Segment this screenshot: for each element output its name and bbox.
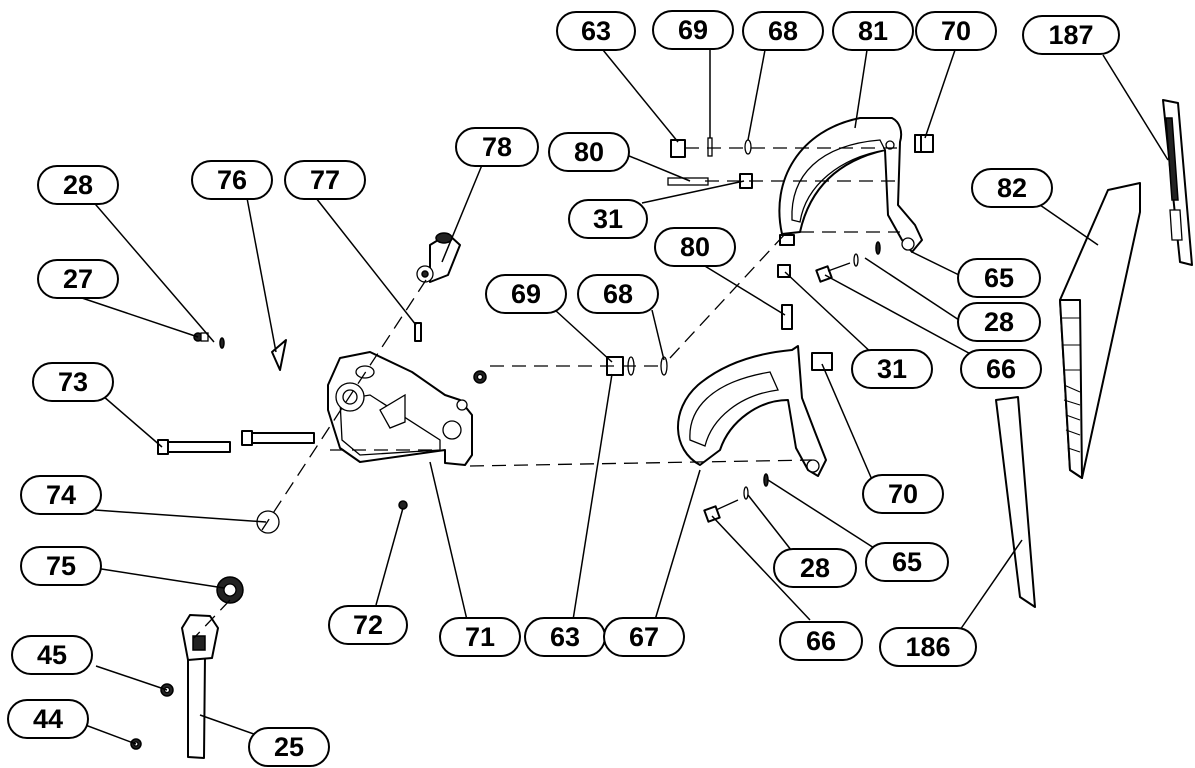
callout-68-mid: 68 xyxy=(577,274,659,314)
svg-text:186: 186 xyxy=(905,632,950,662)
callout-77: 77 xyxy=(284,160,366,200)
callout-27: 27 xyxy=(37,259,119,299)
svg-text:74: 74 xyxy=(46,480,76,510)
callout-69-mid: 69 xyxy=(485,274,567,314)
callout-31-mid: 31 xyxy=(851,349,933,389)
svg-text:65: 65 xyxy=(984,263,1014,293)
svg-text:66: 66 xyxy=(806,626,836,656)
callout-44: 44 xyxy=(7,699,89,739)
callout-82: 82 xyxy=(971,168,1053,208)
bolts xyxy=(157,322,422,455)
callout-28-right: 28 xyxy=(957,302,1041,342)
svg-text:31: 31 xyxy=(593,204,623,234)
callout-78: 78 xyxy=(455,127,539,167)
plastic-strip xyxy=(995,396,1036,608)
svg-text:65: 65 xyxy=(892,547,922,577)
svg-text:69: 69 xyxy=(678,15,708,45)
svg-text:78: 78 xyxy=(482,132,512,162)
main-casting xyxy=(327,351,473,466)
callout-75: 75 xyxy=(20,546,102,586)
callout-76: 76 xyxy=(191,160,273,200)
middle-hardware xyxy=(606,234,833,376)
callout-71: 71 xyxy=(439,617,521,657)
part-drawings xyxy=(130,99,1193,759)
leader-lines xyxy=(75,45,1169,745)
svg-text:187: 187 xyxy=(1048,20,1093,50)
callout-74: 74 xyxy=(20,475,102,515)
svg-text:66: 66 xyxy=(986,354,1016,384)
callout-67: 67 xyxy=(603,617,685,657)
callout-28-bottom: 28 xyxy=(773,548,857,588)
callout-65-top: 65 xyxy=(957,258,1041,298)
callout-80-mid: 80 xyxy=(654,227,736,267)
callout-72: 72 xyxy=(328,605,408,645)
callout-63-bottom: 63 xyxy=(524,617,606,657)
locking-handle xyxy=(181,614,219,759)
svg-text:27: 27 xyxy=(63,264,93,294)
callout-69-top: 69 xyxy=(652,10,734,50)
callout-80-top: 80 xyxy=(548,132,630,172)
callout-70-top: 70 xyxy=(915,11,997,51)
callout-73: 73 xyxy=(32,362,114,402)
svg-text:68: 68 xyxy=(603,279,633,309)
svg-text:81: 81 xyxy=(858,16,888,46)
callout-66-top: 66 xyxy=(960,349,1042,389)
lower-arm-bracket xyxy=(677,345,827,477)
callout-labels: 63 69 68 81 70 187 80 31 80 82 65 28 31 … xyxy=(7,10,1120,767)
svg-text:82: 82 xyxy=(997,173,1027,203)
svg-text:63: 63 xyxy=(581,16,611,46)
gear xyxy=(216,576,244,604)
svg-text:80: 80 xyxy=(574,137,604,167)
side-hardware xyxy=(703,241,881,523)
svg-text:75: 75 xyxy=(46,551,76,581)
callout-63-top: 63 xyxy=(556,11,636,51)
upper-arm-bracket xyxy=(778,117,923,253)
svg-text:71: 71 xyxy=(465,622,495,652)
assembly-lines xyxy=(193,147,905,639)
svg-text:31: 31 xyxy=(877,354,907,384)
svg-text:69: 69 xyxy=(511,279,541,309)
callout-31-top: 31 xyxy=(568,199,648,239)
svg-text:25: 25 xyxy=(274,732,304,762)
callout-25: 25 xyxy=(248,727,330,767)
callout-28-left: 28 xyxy=(37,165,119,205)
svg-text:80: 80 xyxy=(680,232,710,262)
callout-65-bottom: 65 xyxy=(865,542,949,582)
svg-text:68: 68 xyxy=(768,16,798,46)
svg-text:44: 44 xyxy=(33,704,63,734)
callout-187: 187 xyxy=(1022,15,1120,55)
callout-186: 186 xyxy=(879,627,977,667)
svg-text:76: 76 xyxy=(217,165,247,195)
svg-text:77: 77 xyxy=(310,165,340,195)
callout-68-top: 68 xyxy=(742,11,824,51)
svg-text:72: 72 xyxy=(353,610,383,640)
svg-text:73: 73 xyxy=(58,367,88,397)
end-cap xyxy=(1162,99,1193,266)
svg-text:70: 70 xyxy=(941,16,971,46)
callout-81: 81 xyxy=(832,11,914,51)
svg-text:67: 67 xyxy=(629,622,659,652)
callout-66-bottom: 66 xyxy=(779,621,863,661)
callout-45: 45 xyxy=(11,635,93,675)
callout-70-mid: 70 xyxy=(862,474,944,514)
svg-text:45: 45 xyxy=(37,640,67,670)
svg-text:28: 28 xyxy=(984,307,1014,337)
knob xyxy=(416,232,461,283)
svg-text:70: 70 xyxy=(888,479,918,509)
svg-text:28: 28 xyxy=(800,553,830,583)
fence-board xyxy=(1059,182,1141,479)
svg-text:63: 63 xyxy=(550,622,580,652)
svg-text:28: 28 xyxy=(63,170,93,200)
